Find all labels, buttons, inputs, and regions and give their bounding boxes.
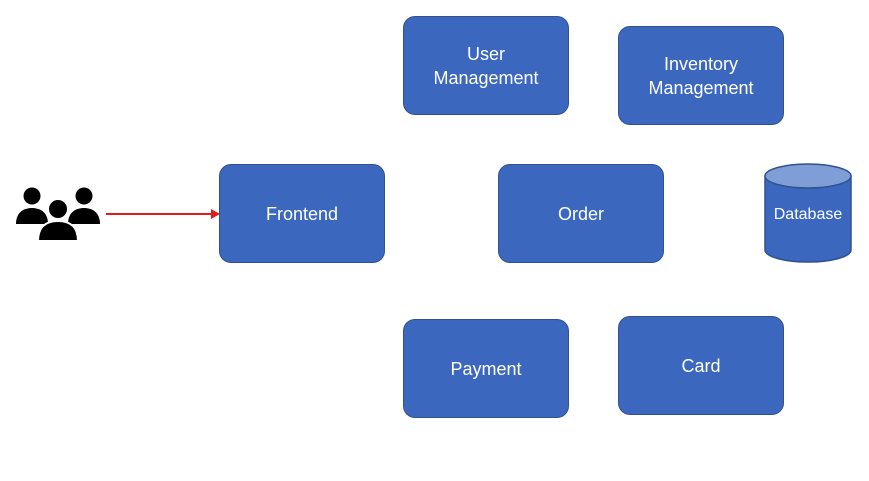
inventory-management-box[interactable]: Inventory Management — [618, 26, 784, 125]
frontend-box[interactable]: Frontend — [219, 164, 385, 263]
inventory-management-label: Inventory Management — [648, 53, 754, 98]
frontend-label: Frontend — [265, 203, 339, 224]
card-label: Card — [681, 355, 721, 376]
user-management-box[interactable]: User Management — [403, 16, 569, 115]
user-management-label: User Management — [433, 43, 539, 88]
database-label: Database — [773, 206, 843, 223]
database-cylinder-icon[interactable] — [762, 162, 854, 266]
order-box[interactable]: Order — [498, 164, 664, 263]
users-to-frontend-arrow — [106, 209, 220, 219]
users-group-icon — [16, 187, 100, 242]
payment-box[interactable]: Payment — [403, 319, 569, 418]
card-box[interactable]: Card — [618, 316, 784, 415]
order-label: Order — [557, 203, 604, 224]
payment-label: Payment — [450, 358, 522, 379]
